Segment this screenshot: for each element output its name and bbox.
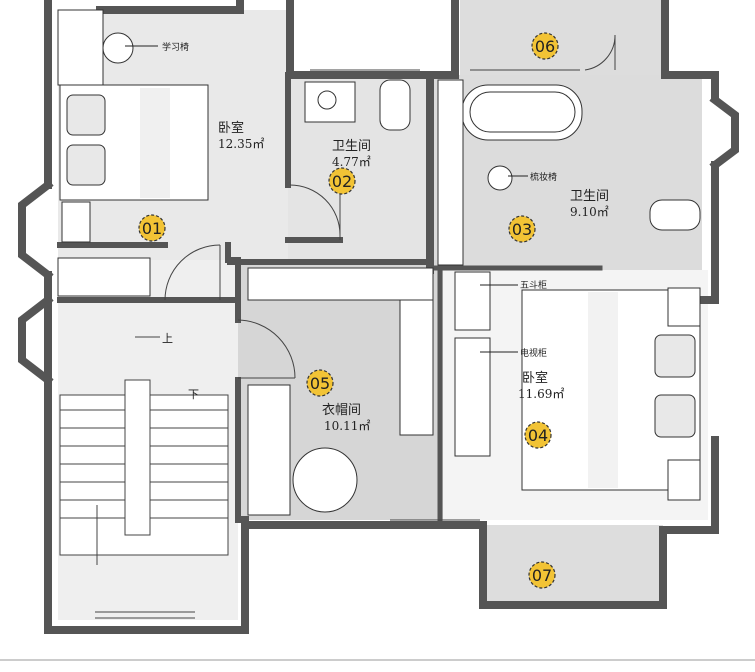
svg-text:05: 05	[310, 374, 330, 393]
study-chair-label: 学习椅	[162, 41, 189, 53]
room-labels: 卧室 12.35㎡ 卫生间 4.77㎡ 卫生间 9.10㎡ 卧室 11.69㎡ …	[218, 120, 609, 433]
marker-01: 01	[138, 214, 166, 242]
marker-06: 06	[531, 32, 559, 60]
furniture-labels: 学习椅 梳妆椅 五斗柜 电视柜	[125, 41, 557, 359]
bathroom-1-name: 卫生间	[332, 139, 371, 154]
chest-of-drawers-label: 五斗柜	[520, 279, 547, 291]
walls	[18, 0, 739, 634]
stairs-up-label: 上	[162, 332, 173, 345]
stairs-down-label: 下	[188, 388, 199, 401]
svg-text:06: 06	[535, 37, 555, 56]
bedroom-1-area: 12.35㎡	[218, 137, 264, 151]
marker-03: 03	[508, 215, 536, 243]
toilet-2	[649, 199, 701, 231]
vanity-chair-label: 梳妆椅	[530, 171, 557, 183]
tv-cabinet-label: 电视柜	[520, 347, 547, 359]
wardrobe-room-name: 衣帽间	[322, 402, 361, 418]
svg-text:07: 07	[532, 566, 552, 585]
bathroom-2-name: 卫生间	[570, 189, 609, 204]
doors-windows	[95, 34, 616, 619]
bedroom-1-name: 卧室	[218, 120, 244, 136]
toilet-1	[379, 79, 411, 131]
bedroom-2-name: 卧室	[522, 370, 548, 386]
bedroom-2-area: 11.69㎡	[518, 387, 564, 401]
svg-text:02: 02	[332, 172, 352, 191]
svg-text:03: 03	[512, 220, 532, 239]
marker-05: 05	[306, 369, 334, 397]
vanity-chair	[487, 165, 513, 191]
bathroom-1-area: 4.77㎡	[332, 155, 371, 169]
marker-07: 07	[528, 561, 556, 589]
bathroom-2-area: 9.10㎡	[570, 205, 609, 219]
marker-02: 02	[328, 167, 356, 195]
wardrobe-room-area: 10.11㎡	[324, 419, 370, 433]
room-markers: 01 02 03 04 05 06 07	[138, 32, 559, 589]
furniture	[57, 9, 701, 516]
svg-text:04: 04	[528, 426, 548, 445]
study-chair	[102, 32, 134, 64]
marker-04: 04	[524, 421, 552, 449]
stairs	[59, 336, 229, 565]
svg-text:01: 01	[142, 219, 162, 238]
round-ottoman	[292, 447, 358, 513]
